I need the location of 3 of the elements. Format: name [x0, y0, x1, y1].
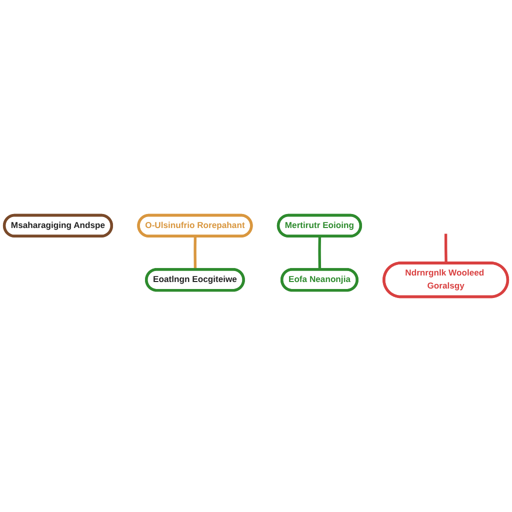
connector	[318, 236, 322, 270]
connector	[444, 234, 448, 264]
connector	[194, 236, 197, 270]
